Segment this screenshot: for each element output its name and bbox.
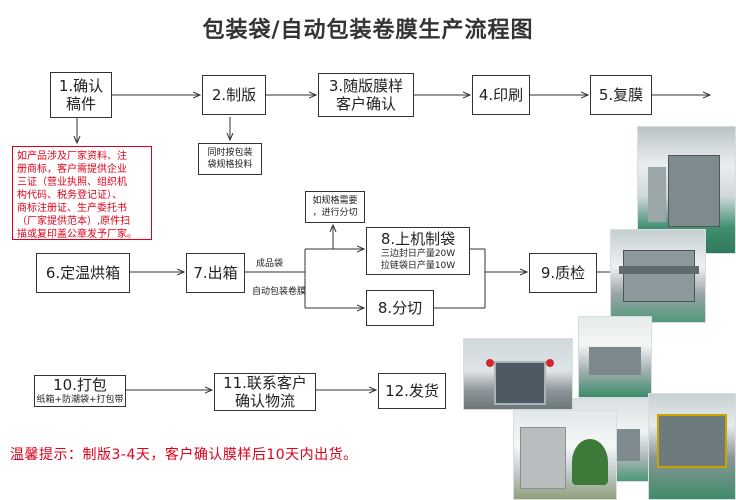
step-3-sample-confirm: 3.随版膜样 客户确认 [318,73,414,117]
plate-material-note: 同时按包装 袋规格投料 [198,143,262,175]
factory-photo-3 [578,316,652,398]
step-12-shipping: 12.发货 [378,373,446,409]
step-1-confirm-draft: 1.确认 稿件 [50,72,112,118]
step-5-lamination: 5.复膜 [590,75,652,115]
factory-building-photo [463,338,573,410]
factory-photo-5 [648,393,736,500]
cutting-condition-note: 如规格需要 ，进行分切 [305,191,365,223]
factory-photo-2 [610,229,706,323]
documents-requirement-note: 如产品涉及厂家资料、注 册商标，客户需提供企业 三证（营业执照、组织机 构代码、… [12,146,152,240]
step-7-out-of-oven: 7.出箱 [186,253,245,293]
step-2-plate-making: 2.制版 [202,75,266,115]
step-9-quality-check: 9.质检 [529,253,597,293]
step-11-contact-customer: 11.联系客户 确认物流 [214,373,316,411]
warm-tip: 温馨提示：制版3-4天，客户确认膜样后10天内出货。 [10,447,358,463]
step-6-oven: 6.定温烘箱 [36,253,130,293]
page-title: 包装袋/自动包装卷膜生产流程图 [202,18,534,43]
step-10-packing: 10.打包 纸箱+防潮袋+打包带 [34,375,126,407]
step-4-printing: 4.印刷 [472,75,530,115]
step-8-bag-making: 8.上机制袋 三边封日产量20W 拉链袋日产量10W [366,227,470,275]
finished-bag-label: 成品袋 [256,259,284,269]
step-8-slitting: 8.分切 [366,290,434,326]
auto-film-label: 自动包装卷膜 [252,287,307,297]
factory-exterior-photo [513,410,617,500]
